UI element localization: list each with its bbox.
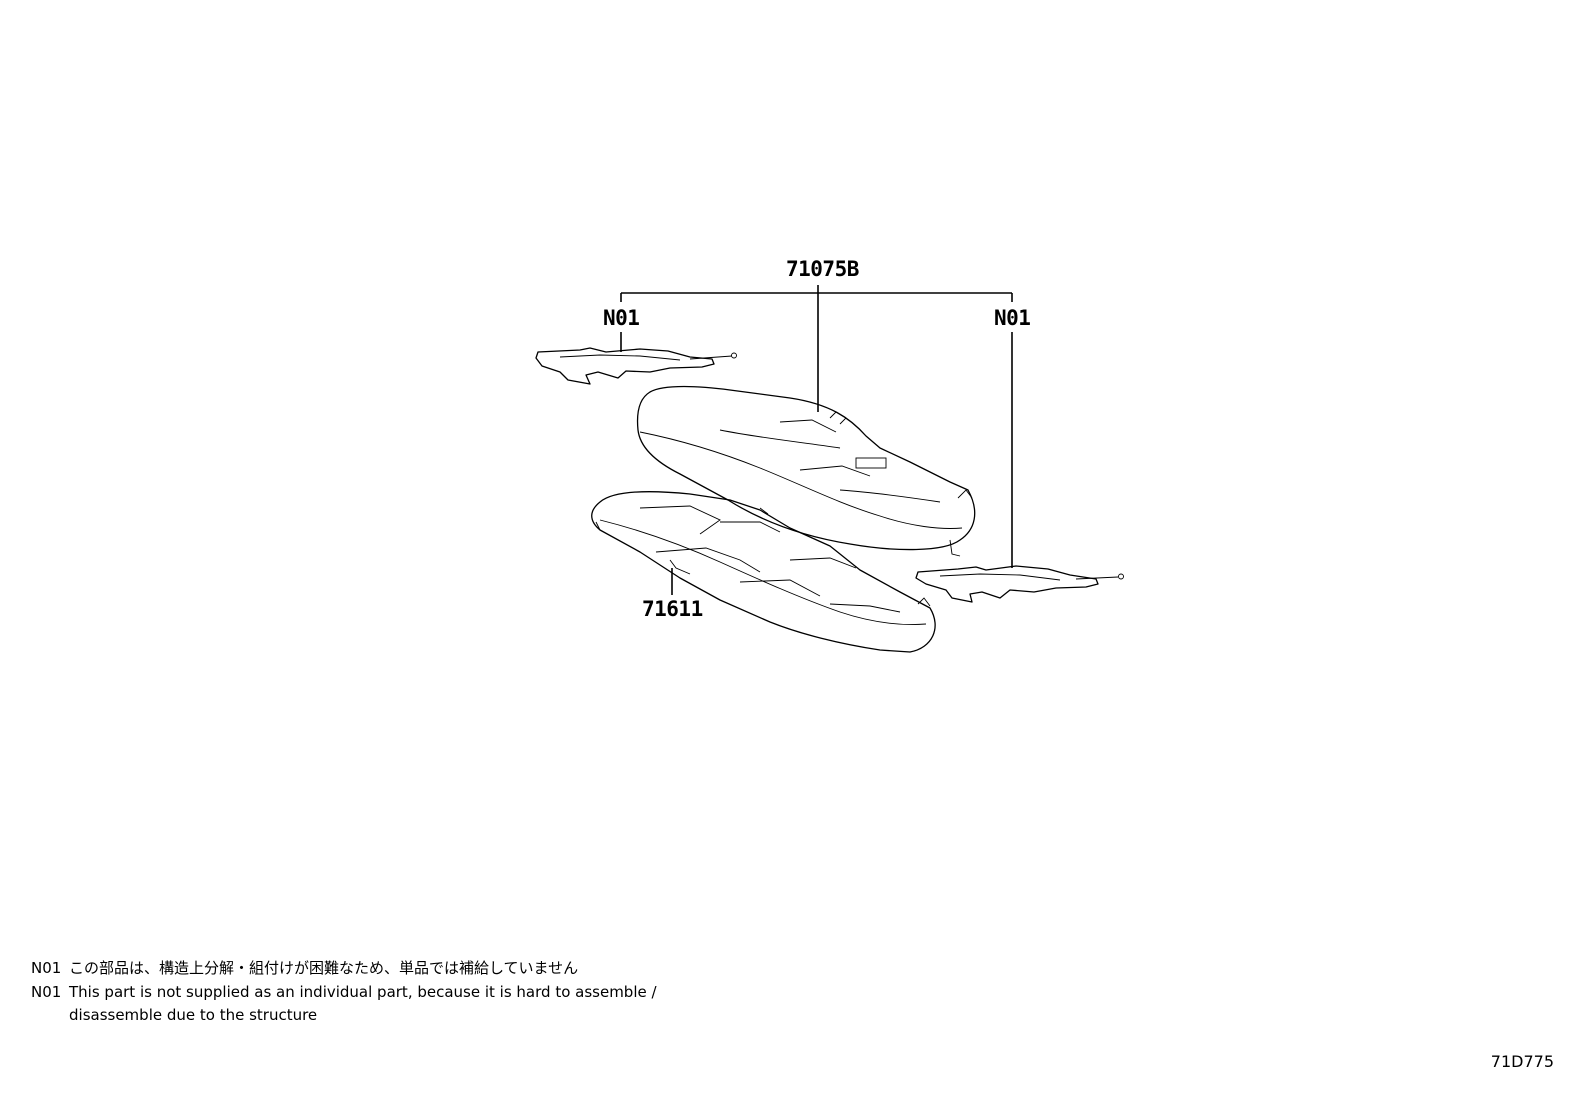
seat-cushion-pad: [591, 490, 936, 653]
callout-n01-right: N01: [994, 306, 1031, 330]
seat-cushion-cover: [636, 385, 976, 557]
note-line-en: N01 This part is not supplied as an indiv…: [31, 982, 657, 1002]
left-seat-heater: [535, 347, 737, 385]
right-seat-heater: [915, 565, 1124, 603]
note-code: N01: [31, 959, 62, 977]
note-text: disassemble due to the structure: [69, 1006, 318, 1024]
note-text: この部品は、構造上分解・組付けが困難なため、単品では補給していません: [69, 959, 579, 977]
callout-71075b: 71075B: [786, 257, 859, 281]
note-line-jp: N01 この部品は、構造上分解・組付けが困難なため、単品では補給していません: [31, 958, 578, 978]
drawing-id: 71D775: [1490, 1052, 1554, 1071]
note-line-en-cont: disassemble due to the structure: [31, 1005, 317, 1025]
leader-lines: [620, 285, 1013, 595]
callout-n01-left: N01: [603, 306, 640, 330]
note-code: N01: [31, 983, 62, 1001]
callout-71611: 71611: [642, 597, 703, 621]
note-text: This part is not supplied as an individu…: [69, 983, 657, 1001]
